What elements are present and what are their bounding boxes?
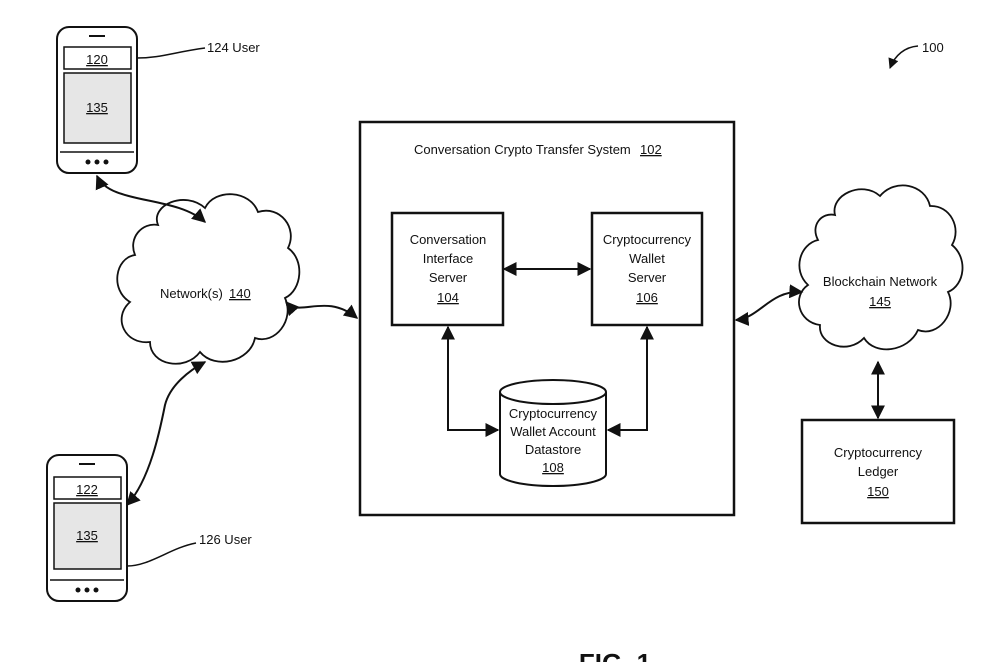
connector-device-bottom-network xyxy=(127,362,205,505)
user-124-label: 124 User xyxy=(207,40,260,55)
datastore-number: 108 xyxy=(542,460,564,475)
ledger-number: 150 xyxy=(867,484,889,499)
system-number: 102 xyxy=(640,142,662,157)
conversation-server-line3: Server xyxy=(429,270,468,285)
conversation-server-line2: Interface xyxy=(423,251,474,266)
blockchain-label: Blockchain Network xyxy=(823,274,938,289)
device-bottom-screen-main-label: 135 xyxy=(76,528,98,543)
ledger-line2: Ledger xyxy=(858,464,899,479)
datastore-line1: Cryptocurrency xyxy=(509,406,598,421)
conversation-server-number: 104 xyxy=(437,290,459,305)
user-124-callout: 124 User xyxy=(137,40,260,58)
figure-ref-number: 100 xyxy=(922,40,944,55)
wallet-server-number: 106 xyxy=(636,290,658,305)
user-126-callout: 126 User xyxy=(127,532,252,566)
mobile-device-top: 120 135 xyxy=(57,27,137,173)
network-cloud: Network(s) 140 xyxy=(117,194,299,364)
device-bottom-screen-top-label: 122 xyxy=(76,482,98,497)
conversation-server-line1: Conversation xyxy=(410,232,487,247)
conversation-interface-server-box: Conversation Interface Server 104 xyxy=(392,213,503,325)
wallet-account-datastore: Cryptocurrency Wallet Account Datastore … xyxy=(500,380,606,486)
device-top-screen-main-label: 135 xyxy=(86,100,108,115)
user-126-label: 126 User xyxy=(199,532,252,547)
blockchain-number: 145 xyxy=(869,294,891,309)
wallet-server-line1: Cryptocurrency xyxy=(603,232,692,247)
system-title: Conversation Crypto Transfer System xyxy=(414,142,631,157)
network-number: 140 xyxy=(229,286,251,301)
wallet-server-box: Cryptocurrency Wallet Server 106 xyxy=(592,213,702,325)
cryptocurrency-ledger-box: Cryptocurrency Ledger 150 xyxy=(802,420,954,523)
blockchain-cloud: Blockchain Network 145 xyxy=(799,185,963,349)
device-top-screen-top-label: 120 xyxy=(86,52,108,67)
mobile-device-bottom: 122 135 xyxy=(47,455,127,601)
connector-system-blockchain xyxy=(736,292,802,320)
datastore-line3: Datastore xyxy=(525,442,581,457)
figure-caption: FIG. 1 xyxy=(579,648,651,662)
wallet-server-line2: Wallet xyxy=(629,251,665,266)
ledger-line1: Cryptocurrency xyxy=(834,445,923,460)
connector-network-system xyxy=(286,302,357,318)
wallet-server-line3: Server xyxy=(628,270,667,285)
datastore-line2: Wallet Account xyxy=(510,424,596,439)
figure-reference: 100 xyxy=(890,40,944,68)
network-label: Network(s) xyxy=(160,286,223,301)
